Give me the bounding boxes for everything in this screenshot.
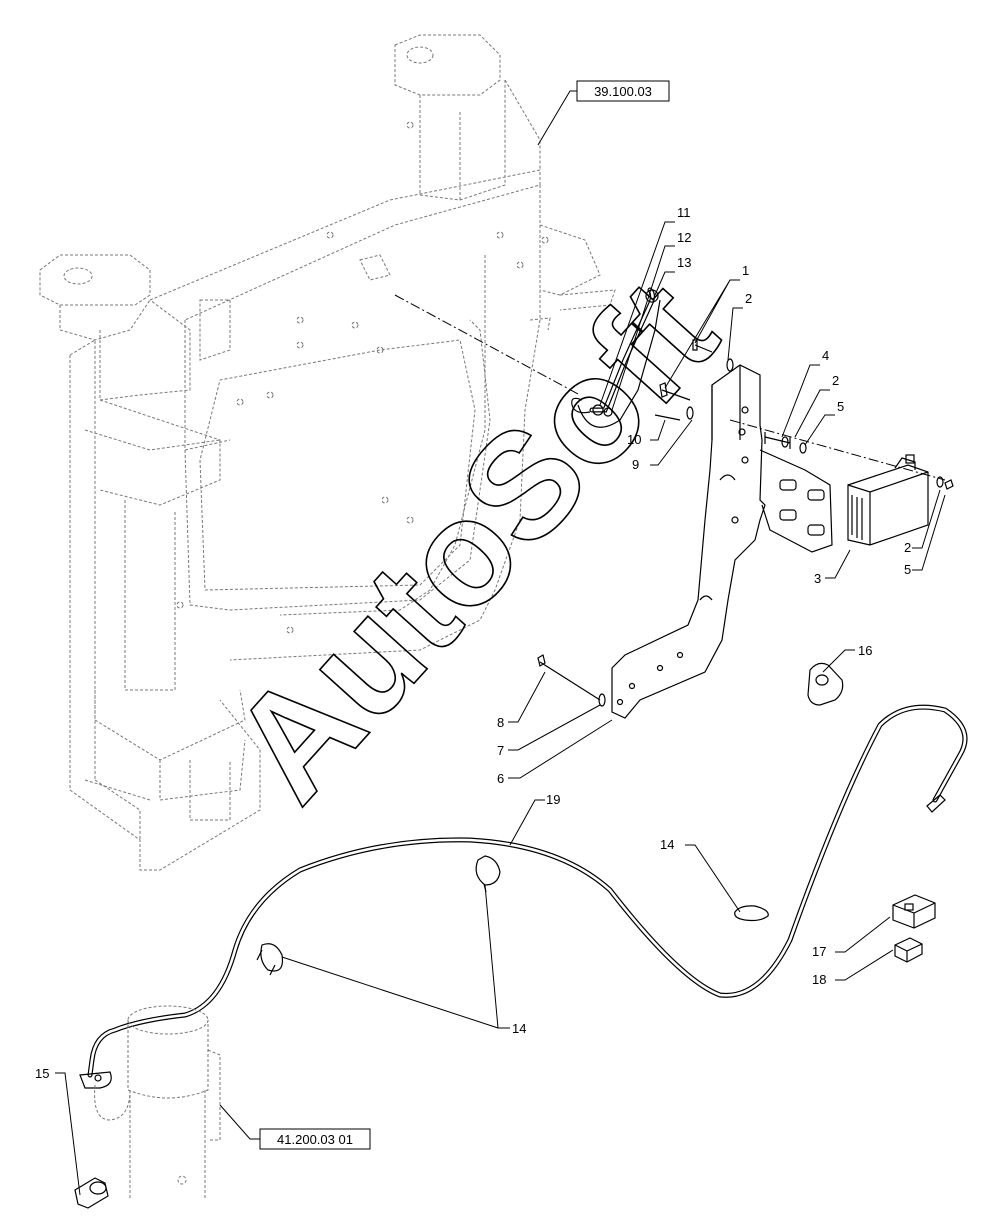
callout-8: 8 [497, 715, 504, 730]
callout-2-mid: 2 [832, 373, 839, 388]
frame-reference-label: 39.100.03 [594, 84, 652, 99]
callout-7: 7 [497, 743, 504, 758]
callout-4: 4 [822, 348, 829, 363]
callout-13: 13 [677, 255, 691, 270]
callout-3: 3 [814, 571, 821, 586]
cable-ties [256, 855, 769, 976]
callout-14-right: 14 [660, 837, 674, 852]
callout-17: 17 [812, 944, 826, 959]
mounting-bracket [611, 364, 833, 719]
callout-11: 11 [677, 205, 691, 220]
callout-6: 6 [497, 771, 504, 786]
callout-5-right: 5 [904, 562, 911, 577]
hydraulic-cylinder [94, 1005, 221, 1200]
callout-16: 16 [858, 643, 872, 658]
machine-frame [39, 34, 616, 871]
callout-19: 19 [546, 792, 560, 807]
ground-strap [571, 287, 661, 428]
callout-1: 1 [742, 263, 749, 278]
terminal-cap [74, 1177, 109, 1209]
callout-numbers: 1 2 4 2 5 11 12 13 10 9 3 2 5 8 7 6 19 1… [35, 205, 911, 1081]
callout-9: 9 [632, 457, 639, 472]
callout-2-right: 2 [904, 540, 911, 555]
cylinder-reference-box: 41.200.03 01 [219, 1104, 371, 1150]
callout-14-center: 14 [512, 1021, 526, 1036]
cable-clamp [807, 662, 844, 706]
fuses [892, 894, 936, 963]
callout-leaders [55, 221, 946, 1196]
main-cable [79, 704, 968, 1089]
centerline [394, 294, 946, 481]
callout-2-top: 2 [745, 291, 752, 306]
frame-reference-box: 39.100.03 [537, 80, 670, 146]
callout-12: 12 [677, 230, 691, 245]
cylinder-reference-label: 41.200.03 01 [277, 1132, 353, 1147]
fasteners [537, 339, 954, 707]
callout-15: 15 [35, 1066, 49, 1081]
callout-18: 18 [812, 972, 826, 987]
callout-10: 10 [627, 432, 641, 447]
watermark-text: AutoSoft [199, 249, 747, 832]
electrical-box [847, 454, 929, 546]
callout-5-top: 5 [837, 399, 844, 414]
